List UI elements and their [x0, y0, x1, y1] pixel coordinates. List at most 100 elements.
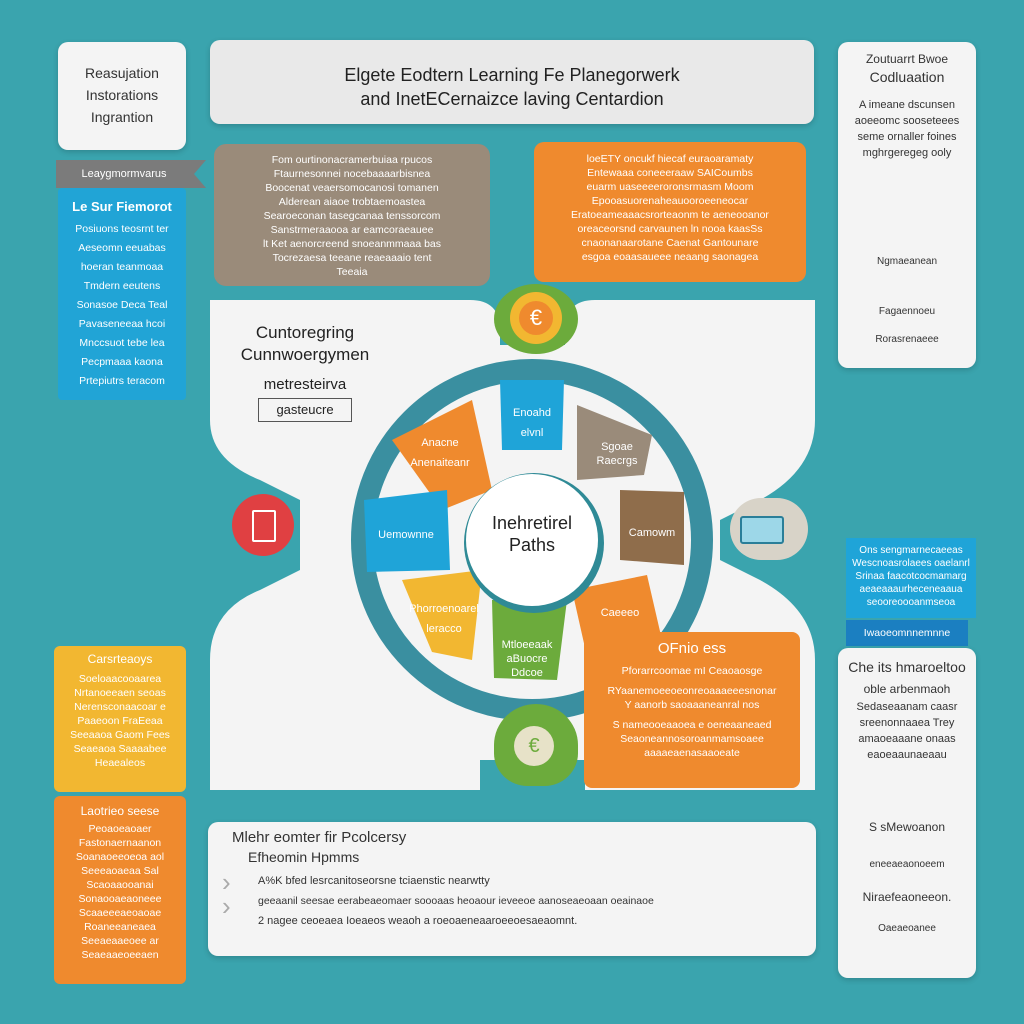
segment-label-brown-right: Camowm	[628, 527, 676, 539]
left-top-line3: Ingrantion	[90, 109, 154, 125]
segment-brown-right	[620, 490, 684, 565]
left-blue-line: Aeseomn eeuabas	[78, 242, 166, 254]
left-yellow-line: Seaeaoa Saaaabee	[73, 743, 167, 755]
segment-text: Mtloeeaak	[501, 639, 553, 651]
segment-blue-top	[500, 380, 564, 450]
right-bottom-line: S sMewoanon	[868, 820, 946, 834]
orange-bottom-line: RYaanemoeeoeonreoaaaeeesnonar	[607, 685, 777, 697]
segment-label-yellow-bottom-left: Phorroenoarel leracco	[402, 602, 486, 636]
left-orange-line: Scaaeeeaeoaoae	[78, 907, 162, 919]
orange-bottom-line: Pforarrcoomae mI Ceaoaosge	[621, 665, 763, 677]
hub-line2: Paths	[508, 535, 556, 555]
header-card: Elgete Eodtern Learning Fe Planegorwerk …	[210, 40, 814, 124]
orange-top-card: loeETY oncukf hiecaf euraoaramaty Entewa…	[534, 142, 806, 282]
orange-bottom-line: S nameooeaaoea e oeneaaneaed	[612, 719, 772, 731]
left-blue-panel: Le Sur Fiemorot Posiuons teosrnt ter Aes…	[58, 188, 186, 400]
hub-line1: Inehretirel	[491, 513, 573, 533]
taupe-card: Fom ourtinonacramerbuiaa rpucos Ftaurnes…	[214, 144, 490, 286]
orange-bottom-line: aaaaeaenasaaoeate	[644, 747, 740, 759]
left-top-card: Reasujation Instorations Ingrantion	[58, 42, 186, 150]
left-blue-line: Pecpmaaa kaona	[81, 356, 163, 368]
orange-top-line: euarm uaseeeeroronsrmasm Moom	[586, 181, 754, 193]
segment-text: leracco	[426, 623, 462, 635]
left-blue-line: Pavaseneeaa hcoi	[78, 318, 166, 330]
segment-text: Anacne	[421, 437, 459, 449]
left-orange-line: Soanaoeeoeoa aol	[75, 851, 165, 863]
left-orange-line: Roaneeaneaea	[84, 921, 156, 933]
bottom-card-line: geeaanil seesae eerabeaeomaer soooaas he…	[258, 895, 654, 907]
segment-label-blue-left: Uemownne	[378, 529, 434, 541]
segment-label-blue-top: Enoahd elvnl	[500, 406, 564, 440]
taupe-line: Alderean aiaoe trobtaemoastea	[278, 196, 426, 208]
right-bottom-texts: S sMewoanon eneeaeaonoeem Niraefeaoneeon…	[846, 820, 968, 936]
taupe-line: Sanstrmeraaooa ar eamcoraeauee	[270, 224, 434, 236]
left-orange-line: Sonaooaeaoneee	[78, 893, 162, 905]
bottom-card-title: Mlehr eomter fir Pcolcersy	[232, 829, 407, 846]
left-blue-line: Prtepiutrs teracom	[79, 375, 165, 387]
orange-bottom-line: Seaoneannosoroanmamsoaee	[620, 733, 764, 745]
header-title-line2: and InetECernaizce laving Centardion	[360, 89, 664, 109]
right-middle-line: oble arbenmaoh	[863, 682, 951, 696]
right-top-line: mghrgeregeg ooly	[862, 147, 952, 159]
right-blue-line: Srinaa faacotcocmamarg	[855, 571, 967, 582]
left-top-line2: Instorations	[85, 87, 159, 103]
middle-left-line1: Cuntoregring	[255, 323, 355, 342]
segment-text: aBuocre	[506, 653, 548, 665]
right-blue-tag: Iwaoeomnnemnne	[846, 620, 968, 646]
right-blue-line: Wescnoasrolaees oaelanrl	[852, 558, 970, 569]
right-top-line: seme ornaller foines	[857, 131, 957, 143]
segment-label-taupe-top-right: Sgoae Raecrgs	[578, 440, 656, 468]
left-orange-line: Seeaeaaeoee ar	[81, 935, 159, 947]
hub-circle	[466, 474, 598, 606]
taupe-line: Ftaurnesonnei nocebaaaarbisnea	[273, 168, 431, 180]
right-middle-card: Che its hmaroeltoo oble arbenmaoh Sedase…	[838, 648, 976, 978]
right-top-line: aoeeomc sooseteees	[854, 115, 960, 127]
left-blue-line: Sonasoe Deca Teal	[76, 299, 168, 311]
right-middle-line: Che its hmaroeltoo	[848, 659, 966, 675]
segment-orange-top-left	[392, 400, 492, 510]
left-top-line1: Reasujation	[85, 65, 159, 81]
segment-text: Raecrgs	[596, 455, 638, 467]
right-top-line: Codluaation	[869, 69, 945, 85]
orange-top-line: Eratoeameaaacsrorteaonm te aeneooanor	[571, 209, 769, 221]
left-orange-title: Laotrieo seese	[80, 804, 160, 818]
right-blue-line: aeaeaaaurheceneaaua	[859, 584, 963, 595]
bottom-card-subtitle: Efheomin Hpmms	[248, 849, 360, 865]
left-blue-line: Mnccsuot tebe lea	[79, 337, 165, 349]
currency-icon: €	[494, 284, 578, 354]
left-blue-line: Tmdern eeutens	[83, 280, 161, 292]
orange-top-line: Epooasuorenaheauooroeeneocar	[591, 195, 749, 207]
segment-label-orange-top-left: Anacne Anenaiteanr	[392, 436, 488, 470]
segment-text: elvnl	[520, 427, 544, 439]
orange-top-line: oreaceorsnd carvaunen ln nooa kaasSs	[577, 223, 763, 235]
segment-label-green-bottom: Mtloeeaak aBuocre Ddcoe	[494, 638, 560, 680]
orange-bottom-title: OFnio ess	[657, 640, 727, 657]
right-blue-line: Ons sengmarnecaeeas	[859, 545, 963, 556]
header-title-line1: Elgete Eodtern Learning Fe Planegorwerk	[344, 65, 680, 85]
middle-left-line2: Cunnwoergymen	[240, 345, 370, 364]
segment-taupe-top-right	[577, 405, 652, 480]
right-blue-tag-label: Iwaoeomnnemnne	[863, 627, 951, 639]
orange-bottom-card: OFnio ess Pforarrcoomae mI Ceaoaosge RYa…	[584, 632, 800, 788]
orange-top-line: cnaonanaarotane Caenat Gantounare	[581, 237, 759, 249]
segment-label-orange-bottom-right: Caeeeo	[600, 607, 640, 619]
middle-left-text: Cuntoregring Cunnwoergymen metresteirva …	[220, 322, 390, 422]
segment-yellow-bottom-left	[402, 570, 482, 660]
right-top-line: Fagaennoeu	[878, 306, 936, 317]
middle-left-line3: metresteirva	[263, 376, 347, 393]
left-yellow-line: Soeloaacooaarea	[78, 673, 162, 685]
segment-text: Ddcoe	[511, 667, 543, 679]
left-bottom-orange: Laotrieo seese Peoaoeaoaer Fastonaernaan…	[54, 796, 186, 984]
right-blue-panel: Ons sengmarnecaeeas Wescnoasrolaees oael…	[846, 538, 976, 618]
left-blue-line: hoeran teanmoaa	[80, 261, 164, 273]
middle-left-line4: gasteucre	[258, 398, 352, 422]
orange-bottom-line: Y aanorb saoaaaneanral nos	[624, 699, 760, 711]
orange-top-line: esgoa eoaasaueee neaang saonagea	[581, 251, 759, 263]
segment-text: Anenaiteanr	[410, 457, 470, 469]
taupe-line: lt Ket aenorcreend snoeanmmaaa bas	[262, 238, 442, 250]
left-bottom-yellow: Carsrteaoys Soeloaacooaarea Nrtanoeeaen …	[54, 646, 186, 792]
orange-top-line: loeETY oncukf hiecaf euraoaramaty	[586, 153, 754, 165]
right-middle-line: eaoeaaunaeaau	[867, 749, 947, 761]
bottom-card-arrow-icon: ››	[222, 867, 231, 921]
left-tag-label: Leaygmormvarus	[81, 168, 167, 180]
